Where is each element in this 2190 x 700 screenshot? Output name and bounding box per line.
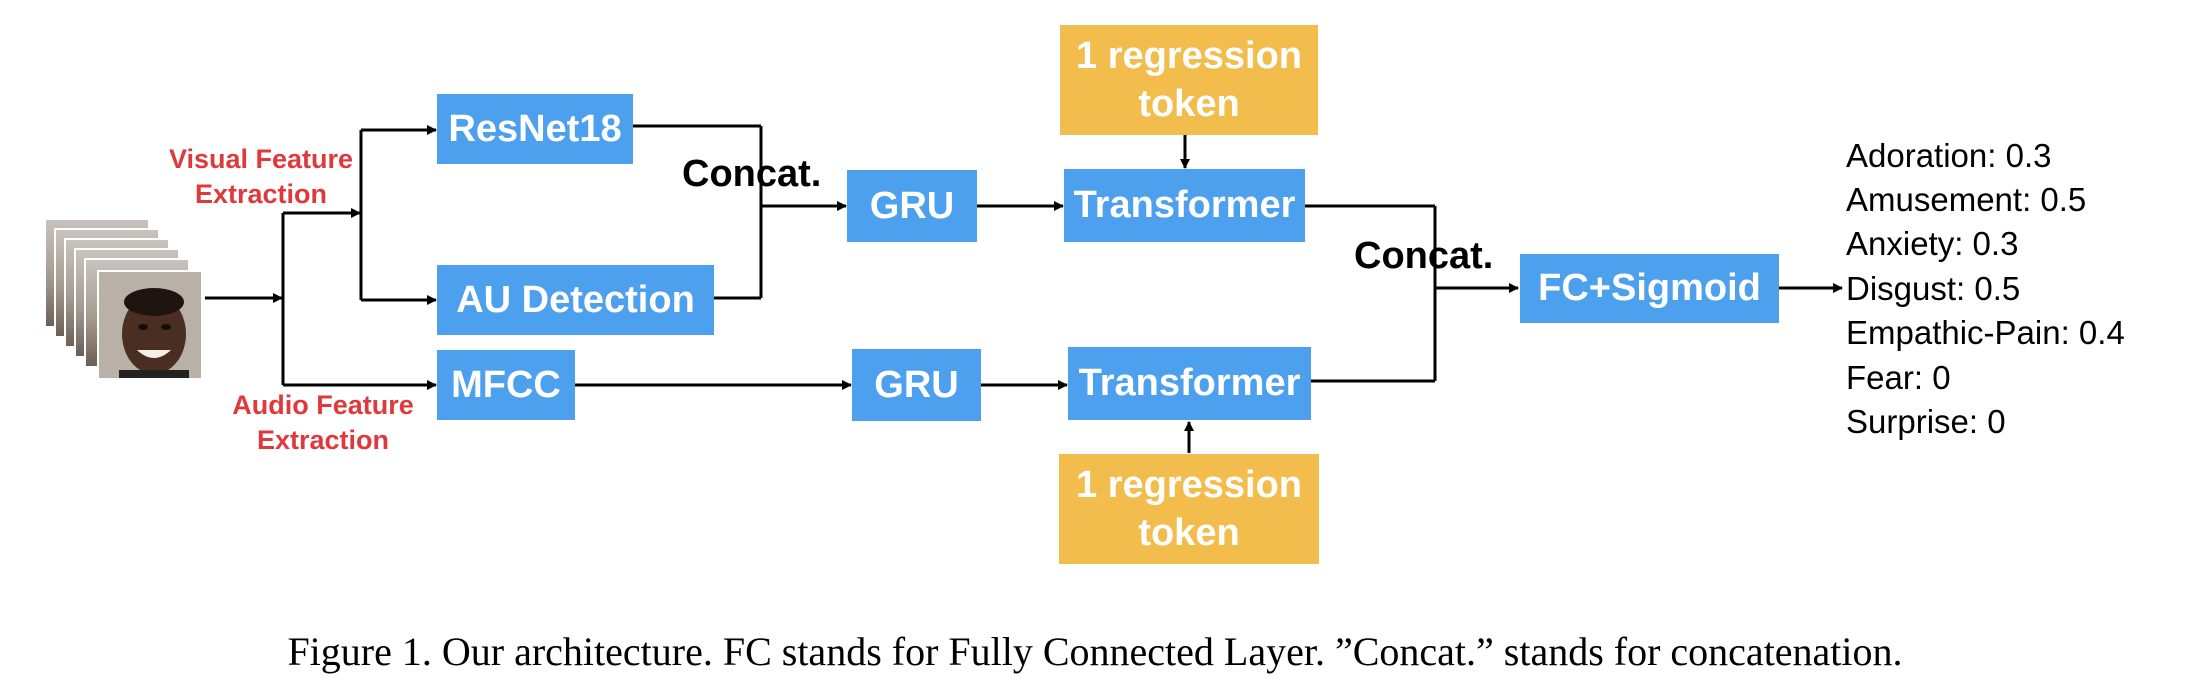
fc-sigmoid-box: FC+Sigmoid xyxy=(1520,254,1779,323)
output-adoration: Adoration: 0.3 xyxy=(1846,137,2052,174)
regression-token-top-line2: token xyxy=(1138,83,1240,125)
transformer-top-box: Transformer xyxy=(1064,169,1305,242)
face-image xyxy=(99,272,201,378)
concat-label-right: Concat. xyxy=(1354,235,1494,277)
gru-bottom-box: GRU xyxy=(852,349,981,421)
regression-token-bottom-line1: 1 regression xyxy=(1076,464,1302,506)
regression-token-top-line1: 1 regression xyxy=(1076,35,1302,77)
output-disgust: Disgust: 0.5 xyxy=(1846,270,2021,307)
output-anxiety: Anxiety: 0.3 xyxy=(1846,225,2019,262)
mfcc-box: MFCC xyxy=(437,350,575,420)
regression-token-top-box: 1 regression token xyxy=(1060,25,1318,135)
output-fear: Fear: 0 xyxy=(1846,359,1951,396)
output-empathic-pain: Empathic-Pain: 0.4 xyxy=(1846,314,2125,351)
concat-label-top: Concat. xyxy=(682,153,822,195)
visual-feature-extraction-label: Visual Feature Extraction xyxy=(168,144,354,209)
output-surprise: Surprise: 0 xyxy=(1846,403,2006,440)
transformer-bottom-box: Transformer xyxy=(1068,347,1311,420)
au-detection-box: AU Detection xyxy=(437,265,714,335)
gru-top-box: GRU xyxy=(847,170,977,242)
figure-caption: Figure 1. Our architecture. FC stands fo… xyxy=(287,629,1903,674)
video-frame-face xyxy=(97,270,203,380)
resnet18-box: ResNet18 xyxy=(437,94,633,164)
regression-token-bottom-box: 1 regression token xyxy=(1059,454,1319,564)
audio-feature-extraction-label: Audio Feature Extraction xyxy=(232,390,414,455)
output-amusement: Amusement: 0.5 xyxy=(1846,181,2087,218)
regression-token-bottom-line2: token xyxy=(1138,512,1240,554)
